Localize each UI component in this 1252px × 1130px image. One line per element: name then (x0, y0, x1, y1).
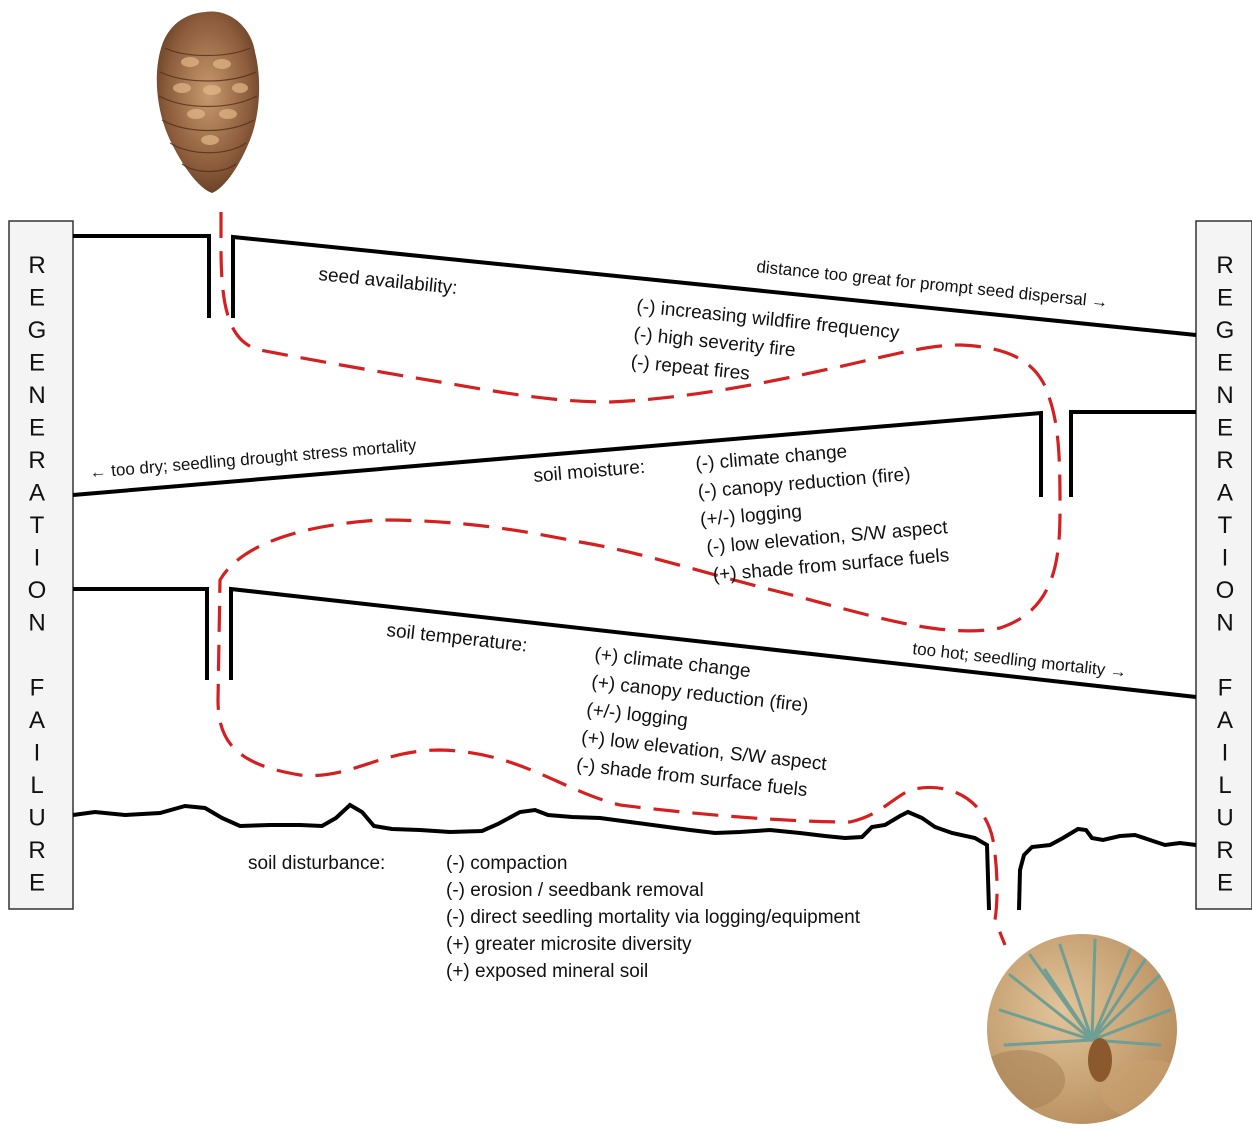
seed-availability-title: seed availability: (317, 264, 458, 299)
temperature-factor-3: (+/-) logging (585, 700, 689, 732)
temperature-sloped-boundary (231, 589, 1196, 697)
right-failure-pillar: REGENERATIONFAILURE (1196, 221, 1252, 909)
seed-factor-3: (-) repeat fires (630, 352, 751, 385)
moisture-factor-1: (-) climate change (695, 441, 848, 475)
disturbance-factor-2: (-) erosion / seedbank removal (446, 880, 704, 901)
disturbance-factor-1: (-) compaction (446, 853, 567, 874)
disturbance-factor-5: (+) exposed mineral soil (446, 961, 648, 982)
moisture-factor-3: (+/-) logging (699, 501, 802, 530)
temperature-left-boundary (73, 589, 207, 680)
soil-disturbance-factors: (-) compaction (-) erosion / seedbank re… (446, 853, 861, 982)
disturbance-factor-3: (-) direct seedling mortality via loggin… (446, 907, 861, 928)
disturbance-factor-4: (+) greater microsite diversity (446, 934, 692, 955)
soil-moisture-title: soil moisture: (533, 457, 646, 487)
ground-surface-line-right (1019, 829, 1196, 910)
soil-temperature-limit-note: too hot; seedling mortality → (912, 639, 1128, 682)
soil-temperature-factors: (+) climate change (+) canopy reduction … (575, 643, 837, 803)
left-failure-pillar: REGENERATIONFAILURE (9, 221, 73, 909)
soil-moisture-limit-note: ← too dry; seedling drought stress morta… (89, 436, 418, 482)
seed-availability-limit-note: distance too great for prompt seed dispe… (756, 257, 1110, 312)
soil-temperature-title: soil temperature: (385, 620, 528, 656)
moisture-right-boundary (1071, 412, 1196, 497)
pine-cone-photo (157, 12, 259, 193)
pine-seedling-photo (975, 934, 1200, 1124)
soil-disturbance-title: soil disturbance: (248, 853, 385, 874)
soil-moisture-factors: (-) climate change (-) canopy reduction … (695, 433, 952, 586)
seed-left-boundary (73, 236, 209, 318)
regeneration-pathway (218, 212, 1060, 945)
